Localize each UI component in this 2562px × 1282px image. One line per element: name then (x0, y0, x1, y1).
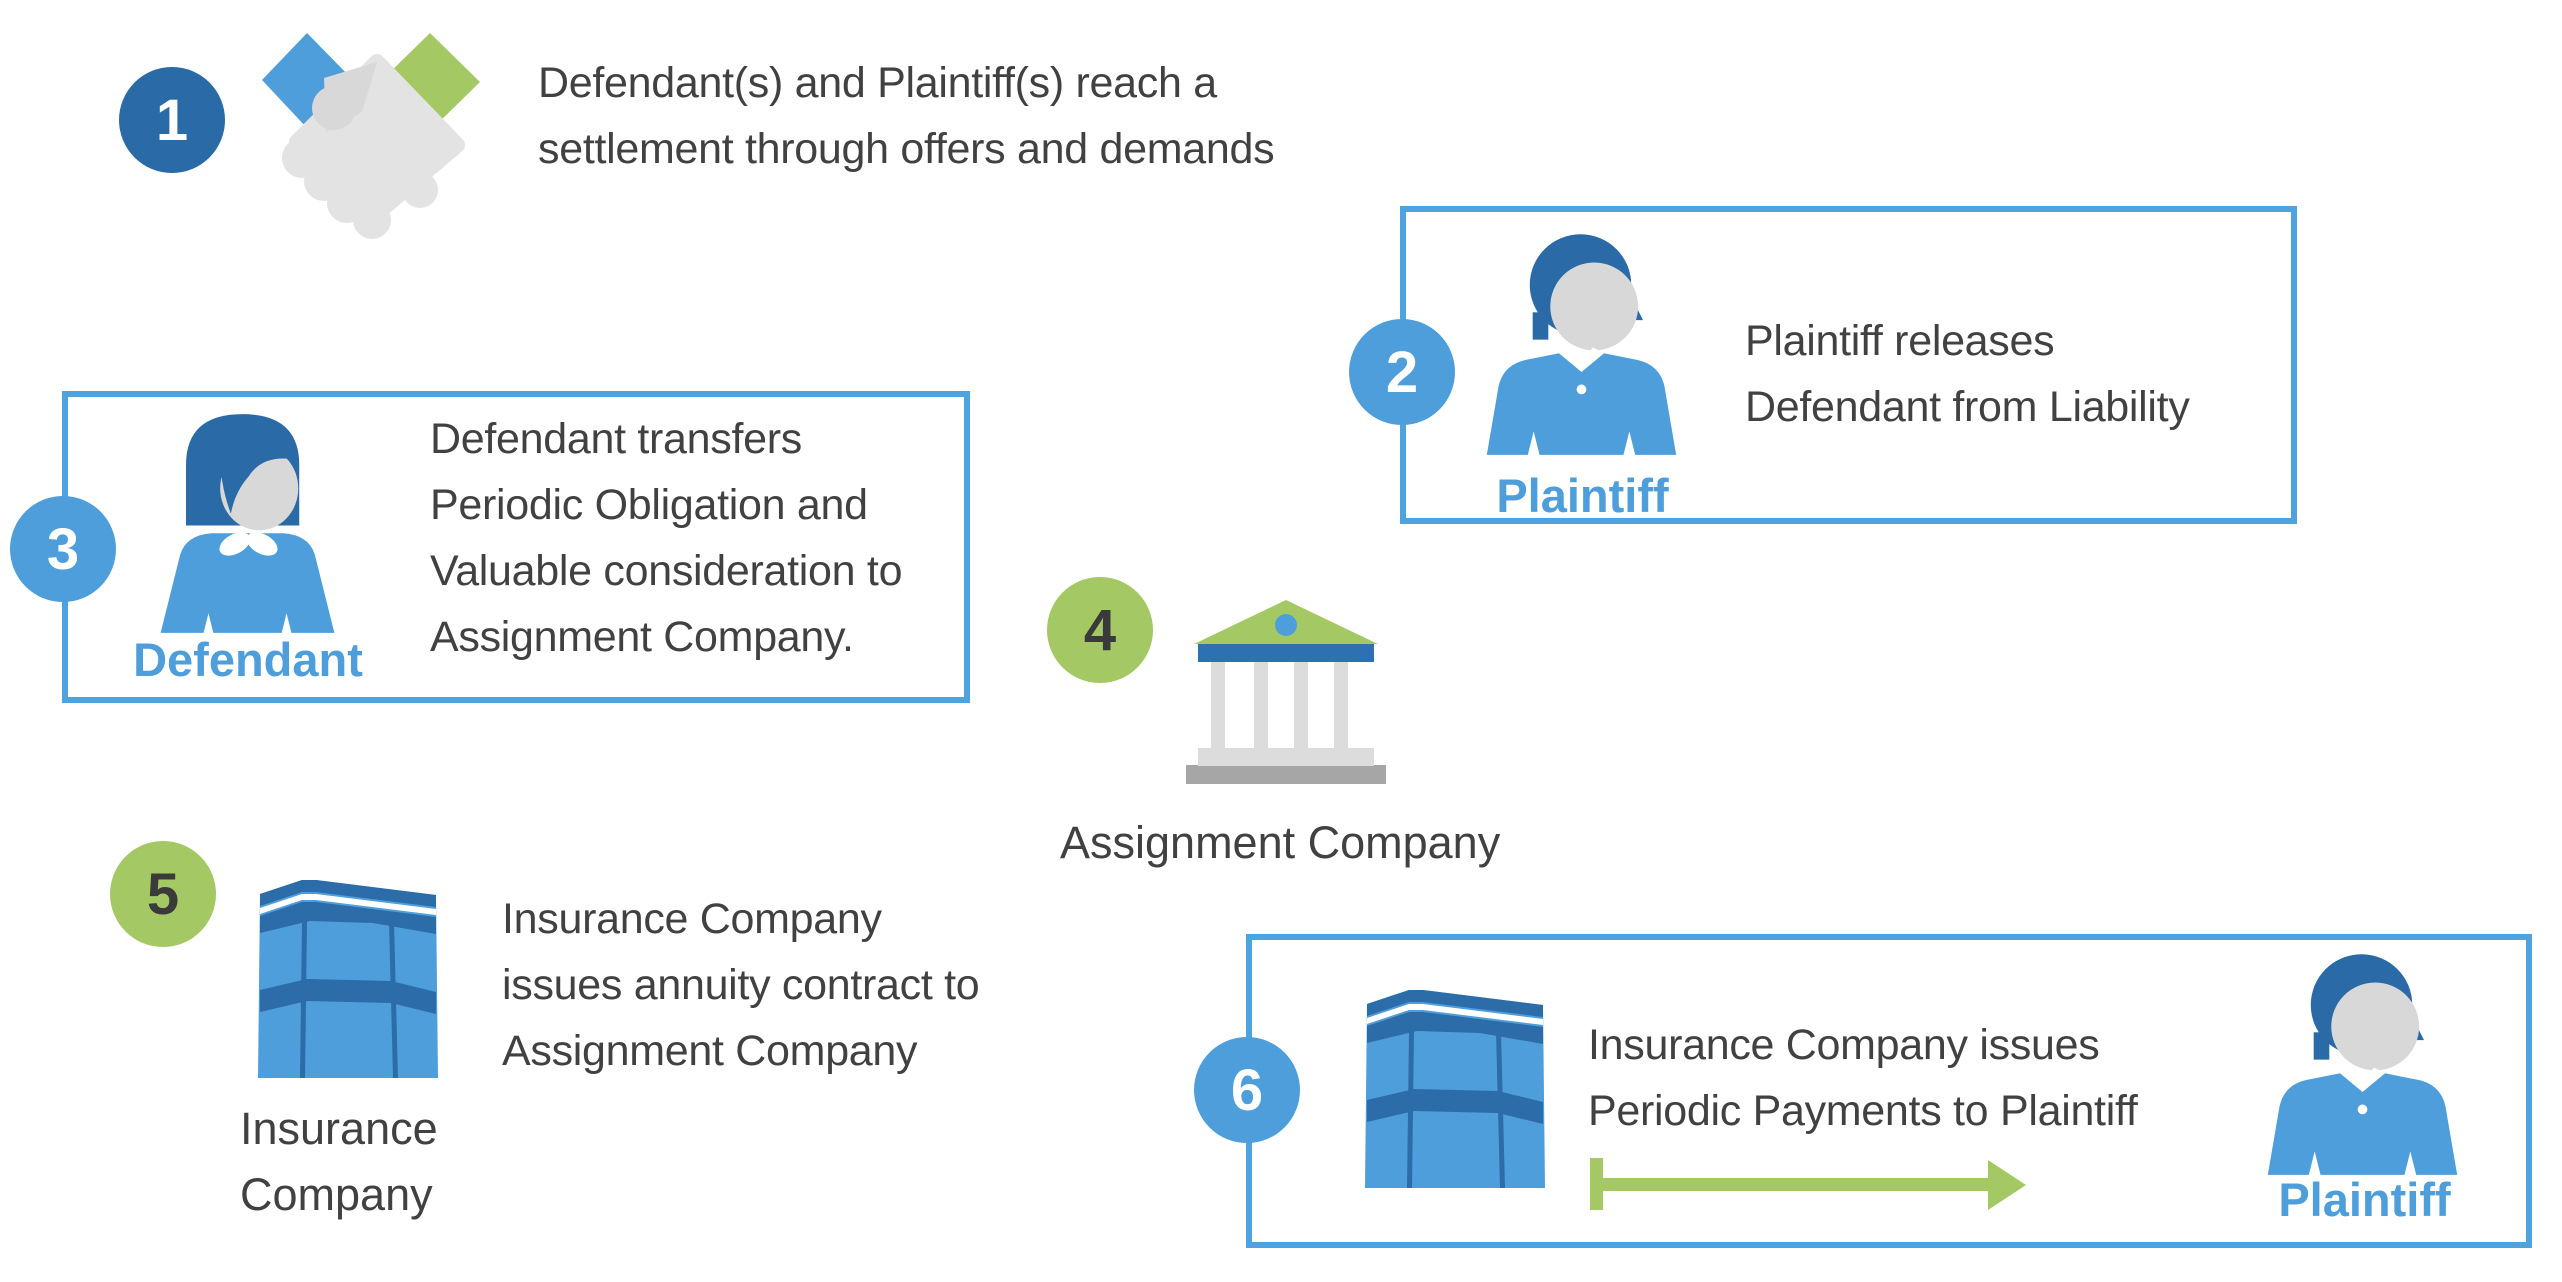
person-male-icon (1479, 228, 1684, 463)
step6-person-label: Plaintiff (2278, 1173, 2451, 1226)
step2-badge: 2 (1349, 319, 1455, 425)
step5-label: Insurance Company (240, 1103, 438, 1220)
step4-badge: 4 (1047, 577, 1153, 683)
step2-person-label: Plaintiff (1496, 469, 1669, 522)
person-male-icon (2260, 948, 2465, 1183)
step3-text: Defendant transfers Periodic Obligation … (430, 415, 903, 661)
office-building-icon (1365, 990, 1545, 1190)
step3-badge: 3 (10, 496, 116, 602)
step1-badge: 1 (119, 67, 225, 173)
step1-text: Defendant(s) and Plaintiff(s) reach a se… (538, 59, 1275, 173)
office-building-icon (258, 880, 438, 1080)
bank-icon (1186, 600, 1386, 784)
step3-person-label: Defendant (133, 633, 363, 686)
step4-label: Assignment Company (1060, 817, 1501, 868)
arrow-right-icon (1590, 1152, 2026, 1218)
step5-badge: 5 (110, 841, 216, 947)
person-female-icon (145, 406, 350, 641)
step5-text: Insurance Company issues annuity contrac… (502, 895, 980, 1075)
step6-text: Insurance Company issues Periodic Paymen… (1588, 1021, 2138, 1135)
handshake-icon (262, 20, 494, 244)
step6-badge: 6 (1194, 1037, 1300, 1143)
step2-text: Plaintiff releases Defendant from Liabil… (1745, 317, 2190, 431)
